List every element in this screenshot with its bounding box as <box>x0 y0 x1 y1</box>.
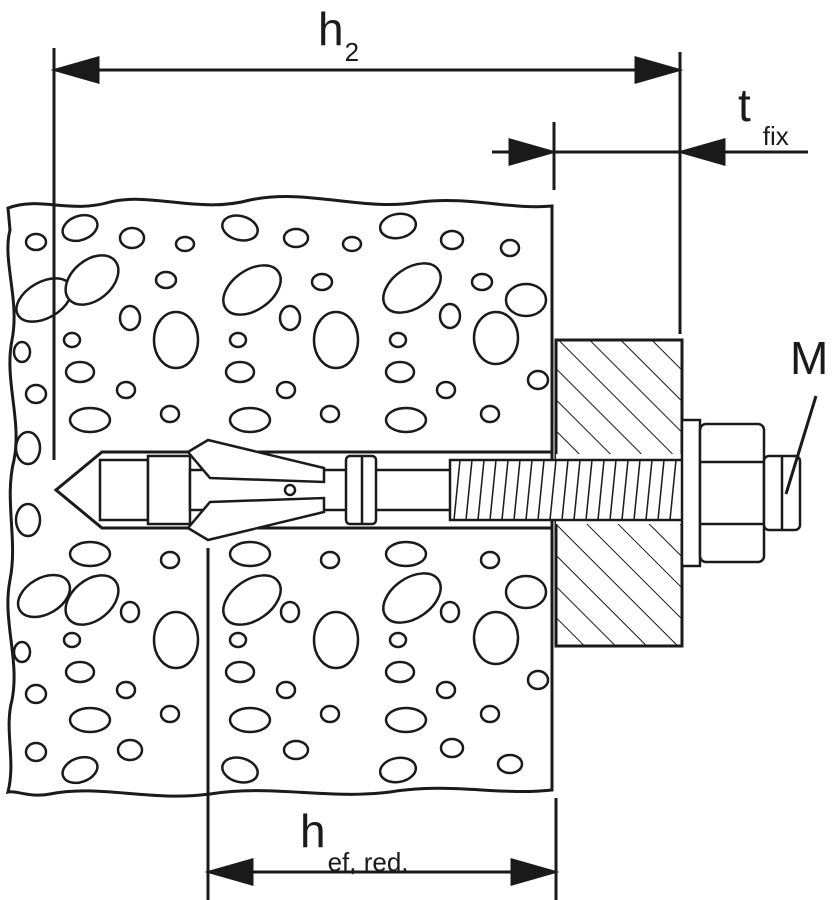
label-h2-sub: 2 <box>344 37 360 67</box>
clip-rivet <box>283 483 297 497</box>
anchor-bolt <box>98 418 802 568</box>
label-hef-sub: ef, red. <box>327 847 409 877</box>
washer <box>680 418 702 568</box>
hex-nut <box>698 422 766 564</box>
extension-lines <box>52 48 682 900</box>
expansion-clip-lower <box>186 496 326 542</box>
dimension-label-h2: h2 <box>318 3 359 65</box>
label-h2-main: h <box>318 3 344 55</box>
dimension-label-tfix: tfix <box>738 79 789 149</box>
expansion-clip-upper <box>186 438 326 484</box>
bolt-cone-tip <box>98 458 150 522</box>
dimension-h2 <box>50 56 684 84</box>
label-tfix-main: t <box>738 79 751 131</box>
thread-size-label-m: M <box>790 335 828 381</box>
dimension-tfix <box>492 138 808 166</box>
label-m-text: M <box>790 332 829 384</box>
bolt-cone <box>146 454 192 526</box>
concrete-aggregate <box>12 212 550 785</box>
dimension-label-hef-red: hef, red. <box>300 805 409 875</box>
thread-lines <box>453 459 677 521</box>
label-hef-main: h <box>300 805 326 857</box>
threaded-section <box>448 458 692 522</box>
leader-line-m <box>784 395 818 495</box>
label-tfix-sub: fix <box>762 121 789 151</box>
dimension-hef-red <box>204 858 560 886</box>
